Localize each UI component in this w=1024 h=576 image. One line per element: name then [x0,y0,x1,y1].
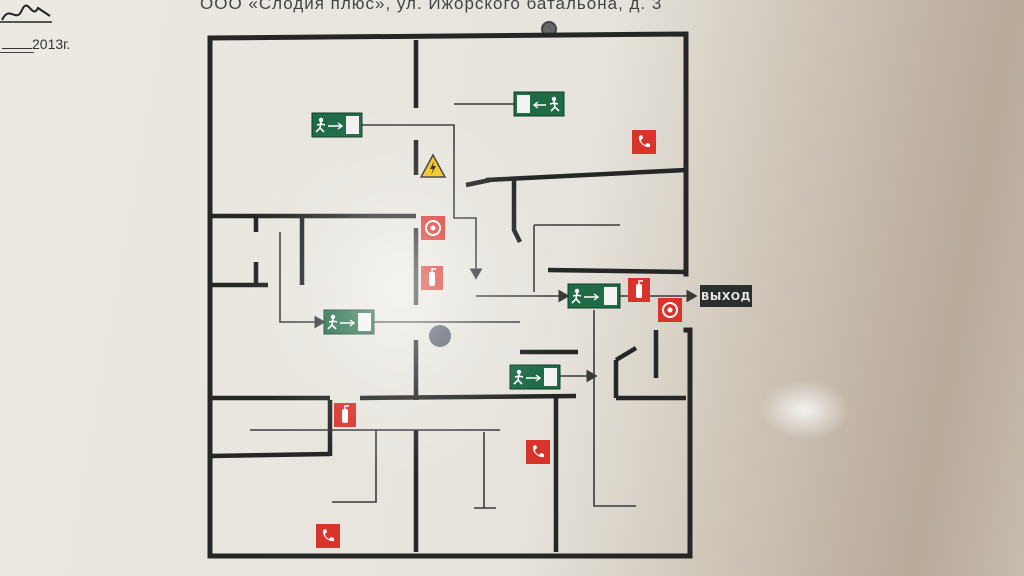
exit-sign-main [567,283,621,309]
fire-phone-icon [526,440,550,464]
exit-sign-middle-left [323,309,375,335]
fire-alarm-button-icon [658,298,682,322]
signature [0,4,52,23]
fire-phone-icon [632,130,656,154]
approval-year: 2013г. [32,36,71,52]
approval-date: 2013г. [2,36,70,52]
exit-sign-lower [509,364,561,390]
ceiling-fixture-icon [429,325,451,347]
electrical-hazard-icon [419,153,447,178]
exit-sign-upper-right [513,91,565,117]
exit-label-sign: ВЫХОД [700,285,752,307]
exit-sign-upper-left [311,112,363,138]
outer-walls [207,31,693,559]
fire-extinguisher-icon [334,403,356,427]
evacuation-routes [250,103,698,509]
fire-phone-icon [316,524,340,548]
fire-extinguisher-icon [421,266,443,290]
fire-extinguisher-icon [628,278,650,302]
date-underline [0,52,34,53]
fire-alarm-button-icon [421,216,445,240]
plan-header-title: ООО «Слодия плюс», ул. Ижорского батальо… [200,0,663,13]
